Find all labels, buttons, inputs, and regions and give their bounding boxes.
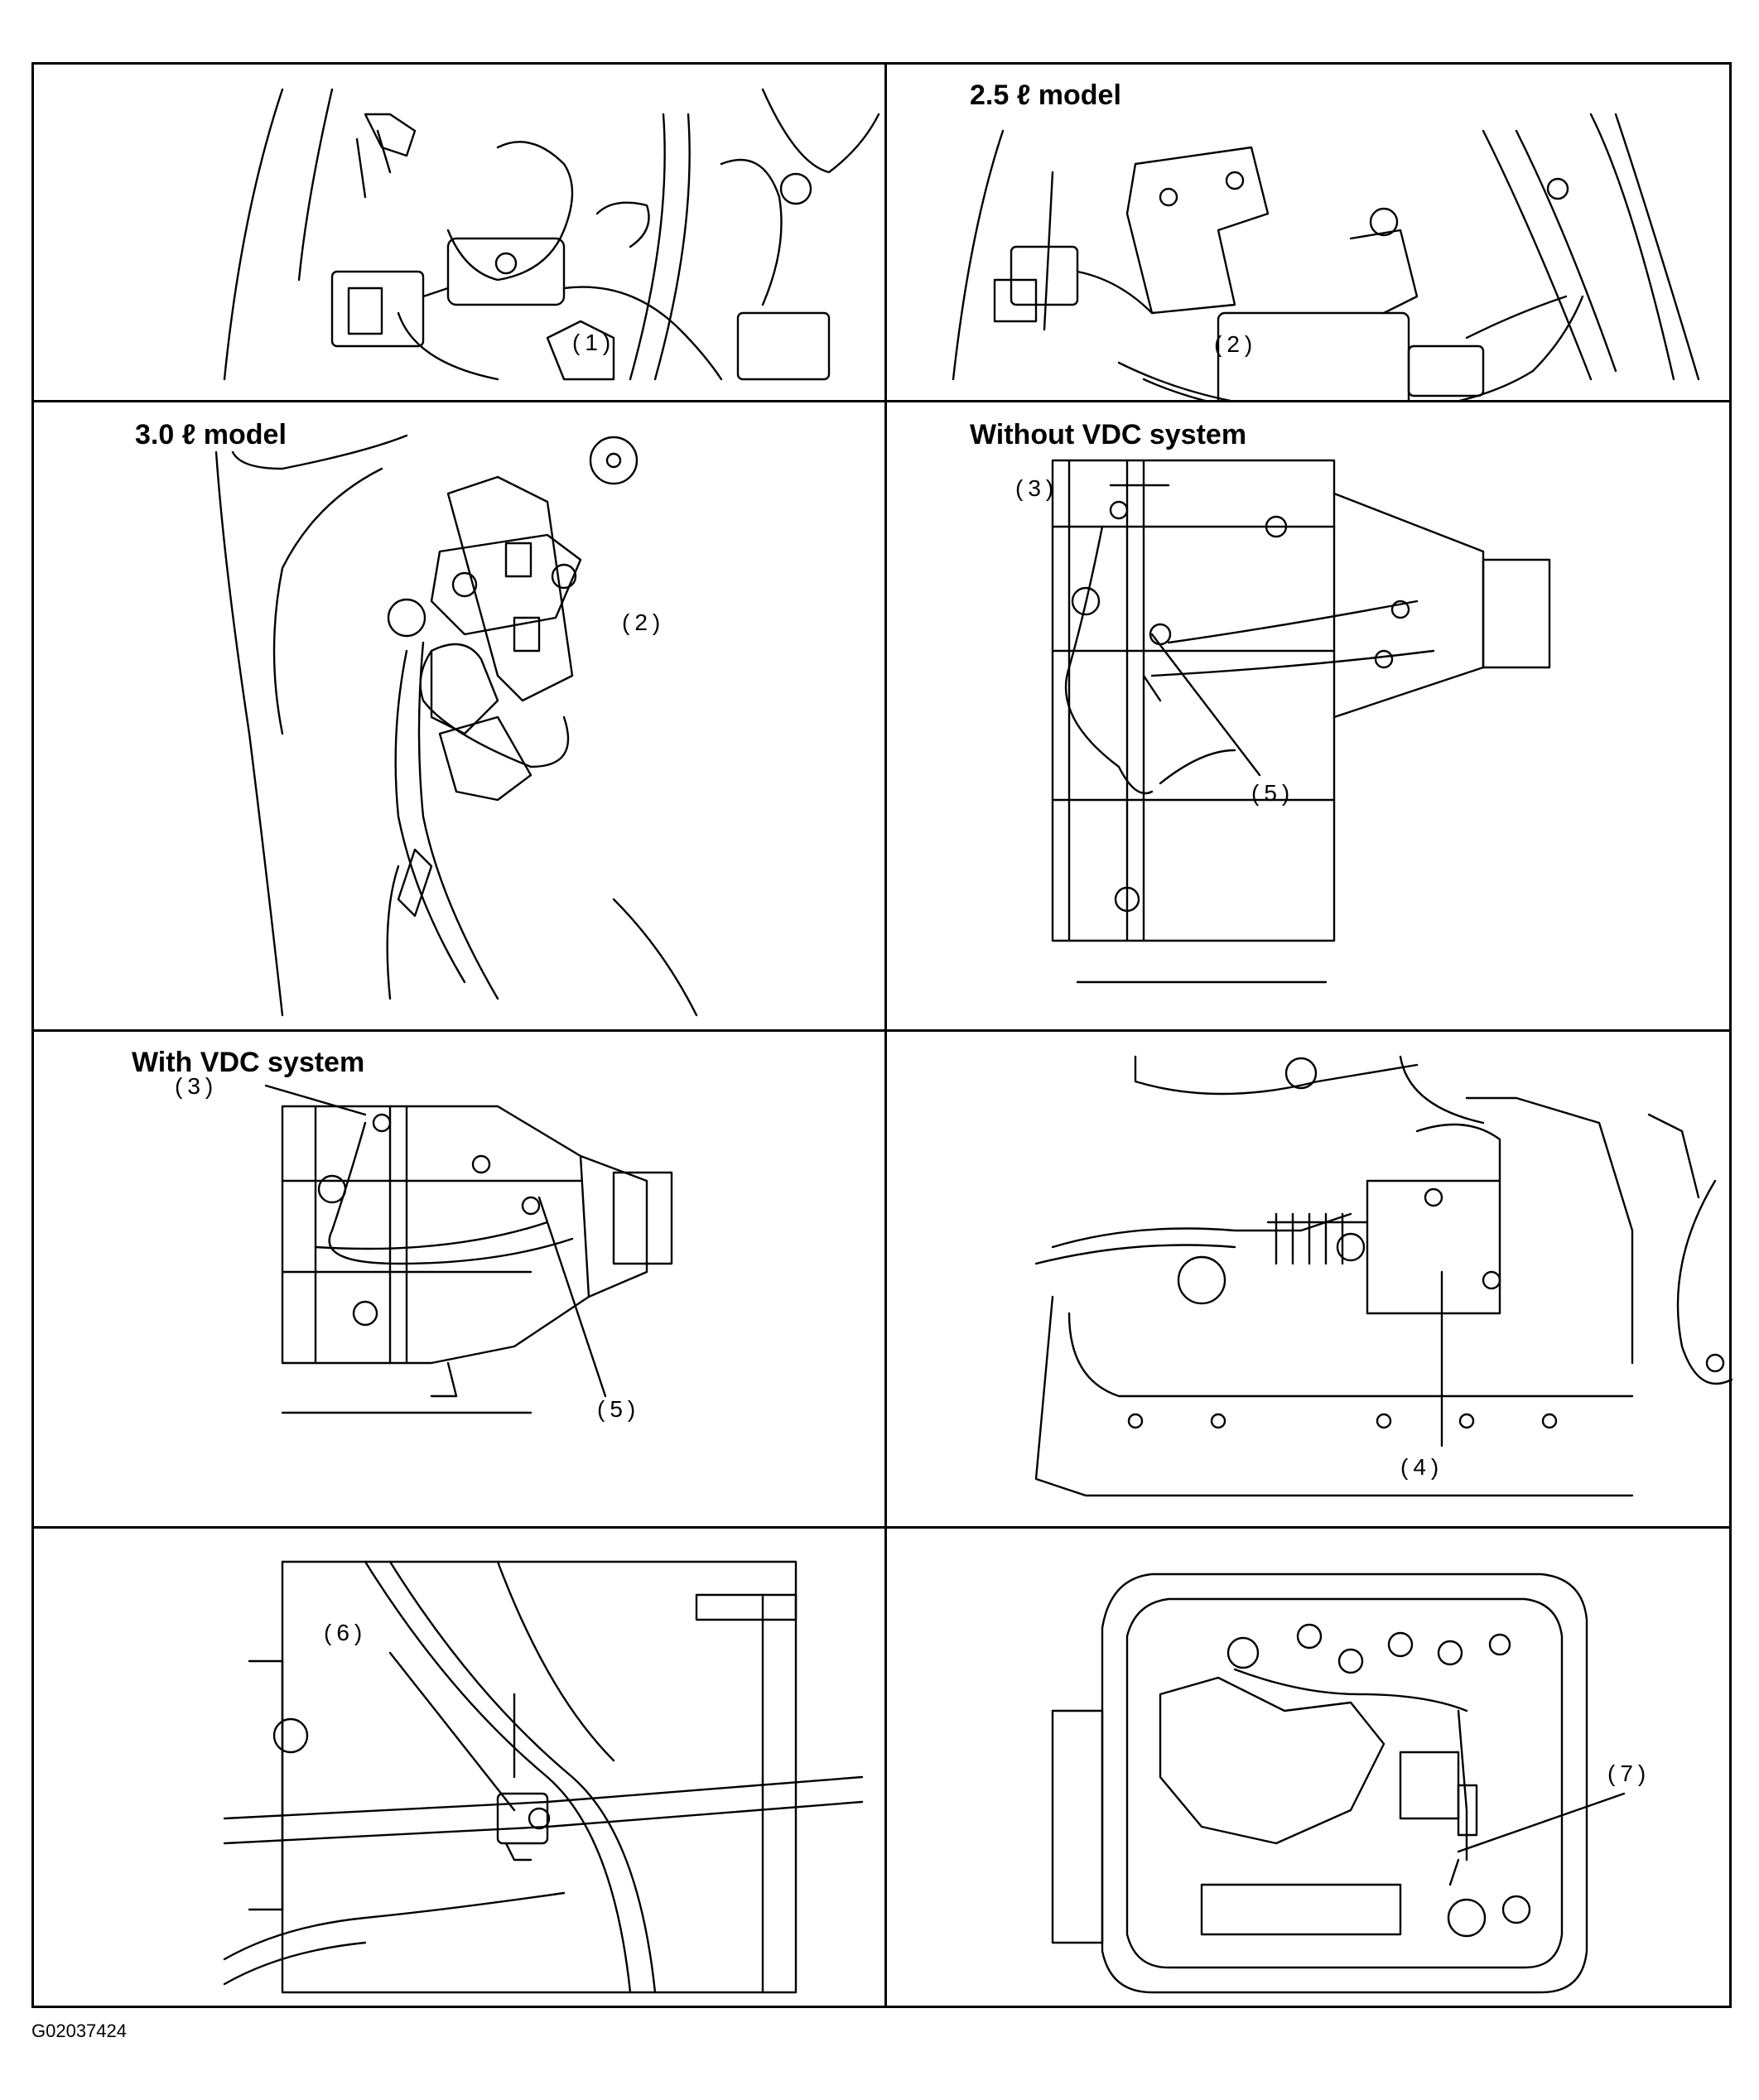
- panel-6-drawing: [1034, 1055, 1733, 1497]
- panel-3-title: 3.0 ℓ model: [135, 419, 287, 450]
- callout-4: (4): [1400, 1454, 1444, 1480]
- callout-3-b: (3): [175, 1073, 219, 1099]
- panel-5: With VDC system (3) (5): [34, 1032, 884, 1526]
- panel-3: 3.0 ℓ model (2): [34, 402, 884, 1029]
- callout-7: (7): [1607, 1760, 1651, 1786]
- figure-grid: (1) 2.5 ℓ model (2): [31, 62, 1734, 2011]
- panel-4-drawing: [1051, 459, 1551, 984]
- panel-5-title: With VDC system: [132, 1047, 365, 1078]
- panel-2-title: 2.5 ℓ model: [970, 79, 1121, 111]
- panel-5-drawing: [281, 1105, 673, 1414]
- callout-1: (1): [572, 330, 616, 355]
- panel-4: Without VDC system (3): [887, 402, 1734, 1029]
- panel-2-drawing: [952, 113, 1700, 400]
- grid-divider-row-1: [34, 400, 1729, 402]
- grid-divider-row-2: [34, 1029, 1729, 1032]
- panel-7-drawing: [223, 1560, 864, 1994]
- callout-6: (6): [324, 1620, 368, 1645]
- callout-3-a: (3): [1015, 475, 1059, 501]
- grid-divider-row-3: [34, 1526, 1729, 1529]
- callout-2-b: (2): [622, 609, 666, 635]
- callout-2-a: (2): [1214, 331, 1258, 357]
- panel-1-drawing: [223, 88, 880, 381]
- panel-8: (7): [887, 1529, 1734, 2011]
- grid-divider-vertical: [884, 65, 887, 2006]
- figure-id: G02037424: [31, 2021, 127, 2041]
- panel-7: (6): [34, 1529, 884, 2011]
- panel-1: (1): [34, 65, 884, 400]
- panel-6: (4): [887, 1032, 1734, 1526]
- panel-2: 2.5 ℓ model (2): [887, 65, 1734, 400]
- callout-5-b: (5): [597, 1396, 641, 1422]
- callout-5-a: (5): [1251, 780, 1295, 806]
- panel-3-drawing: [214, 434, 698, 1017]
- panel-4-title: Without VDC system: [970, 419, 1247, 450]
